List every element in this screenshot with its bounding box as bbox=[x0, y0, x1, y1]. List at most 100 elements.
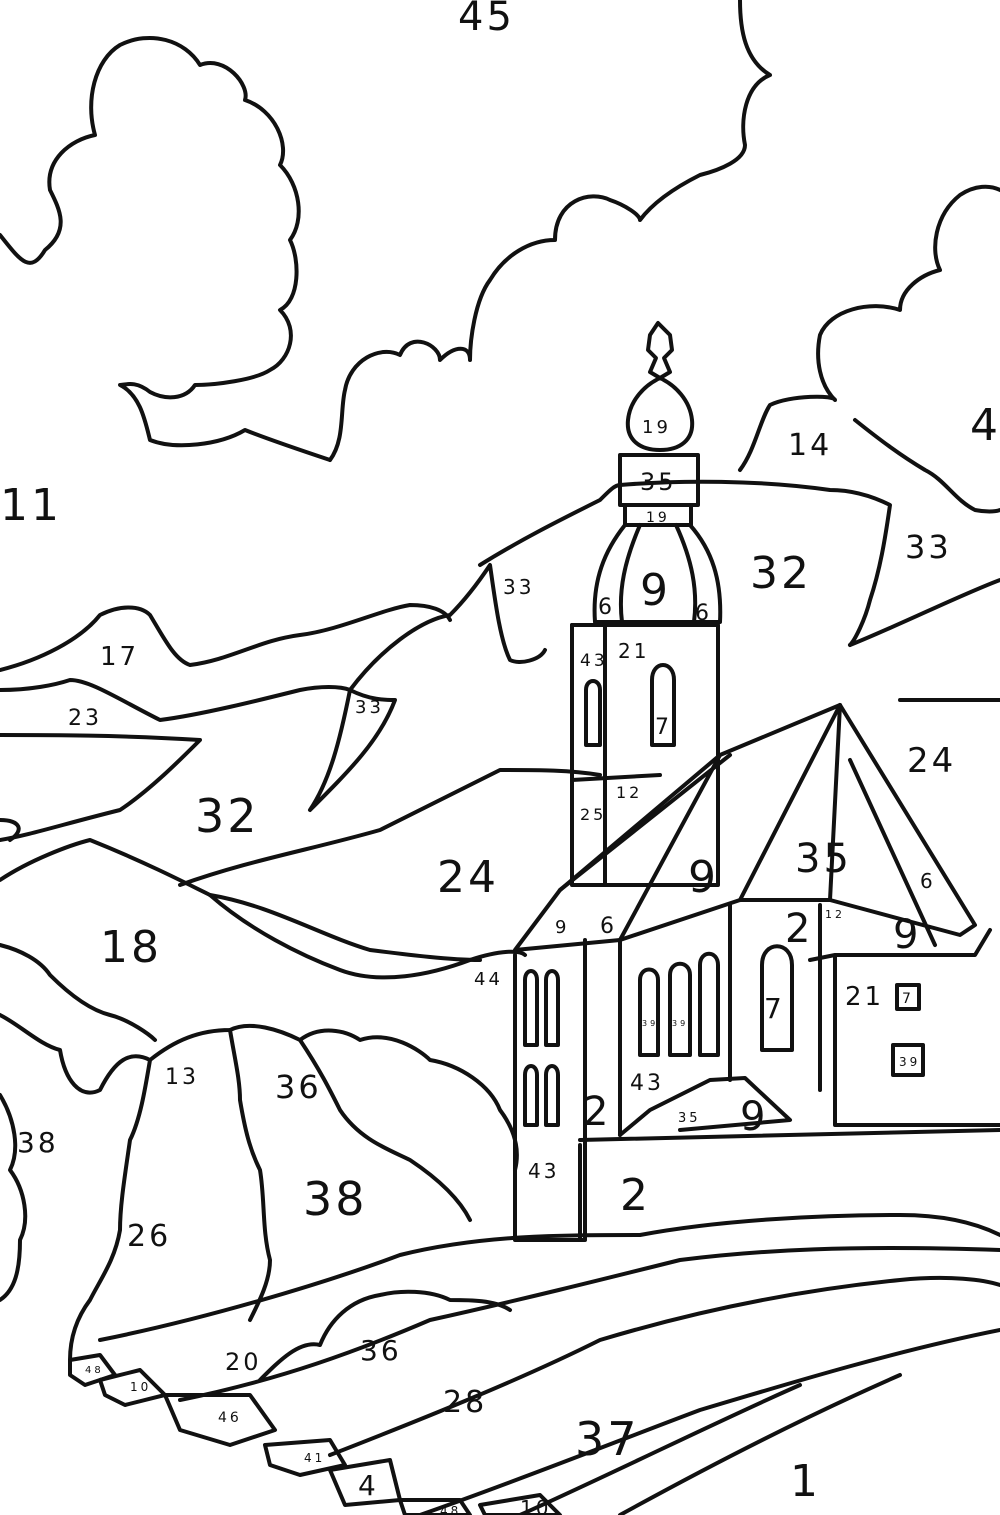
stone-10b bbox=[478, 1493, 562, 1515]
region-number: 19 bbox=[646, 510, 670, 526]
tower-dome-ribs bbox=[618, 523, 698, 624]
region-number: 11 bbox=[0, 480, 62, 531]
mountain-ridge-23 bbox=[0, 678, 352, 722]
stone-48b bbox=[398, 1498, 472, 1515]
region-number: 6 bbox=[695, 601, 712, 626]
region-number: 32 bbox=[195, 789, 260, 843]
church-roof bbox=[513, 703, 977, 952]
region-number: 41 bbox=[304, 1451, 325, 1465]
region-number: 9 bbox=[688, 852, 719, 903]
field-top bbox=[98, 1213, 1000, 1342]
mountain-mid-32 bbox=[0, 768, 602, 887]
field-row-37 bbox=[328, 1275, 1000, 1457]
field-row-1 bbox=[418, 1328, 1000, 1515]
region-number: 39 bbox=[899, 1055, 920, 1069]
region-number: 33 bbox=[355, 697, 384, 718]
region-number: 10 bbox=[130, 1380, 151, 1394]
region-number: 6 bbox=[598, 595, 615, 620]
region-number: 7 bbox=[764, 992, 785, 1025]
window-small-7 bbox=[895, 983, 921, 1011]
field-stripes bbox=[518, 1373, 902, 1515]
mountain-range-24 bbox=[0, 733, 202, 842]
region-number: 46 bbox=[218, 1410, 242, 1426]
nave-windows bbox=[523, 944, 794, 1127]
region-number: 25 bbox=[580, 805, 606, 824]
stone-41 bbox=[263, 1438, 347, 1477]
region-number: 28 bbox=[443, 1385, 487, 1420]
church-roof-lines bbox=[558, 703, 937, 947]
region-number: 19 bbox=[642, 417, 671, 438]
tower-window-left bbox=[584, 679, 602, 747]
region-number: 4 bbox=[970, 400, 1000, 451]
mountain-peak-33b bbox=[308, 688, 397, 812]
region-number: 17 bbox=[100, 642, 139, 672]
bush-left bbox=[0, 1013, 519, 1172]
region-number: 38 bbox=[17, 1126, 59, 1159]
tower-onion bbox=[625, 376, 695, 452]
region-number: 6 bbox=[600, 914, 617, 939]
region-number: 35 bbox=[678, 1111, 701, 1126]
region-number: 13 bbox=[165, 1065, 199, 1090]
region-number: 45 bbox=[458, 0, 515, 40]
region-number: 4 bbox=[358, 1469, 379, 1502]
region-number: 39 bbox=[642, 1019, 658, 1028]
tree-outline-38 bbox=[228, 1028, 272, 1322]
region-number: 12 bbox=[825, 908, 845, 921]
tree-38-right bbox=[298, 1038, 472, 1222]
region-number: 26 bbox=[127, 1219, 171, 1254]
cloud-left bbox=[0, 35, 332, 462]
region-number: 2 bbox=[583, 1089, 611, 1135]
region-number: 35 bbox=[795, 836, 852, 882]
region-number: 36 bbox=[275, 1068, 322, 1106]
region-number: 24 bbox=[437, 852, 499, 903]
stone-10 bbox=[98, 1368, 167, 1407]
bush-far-left bbox=[0, 1093, 28, 1302]
tower-corner bbox=[570, 623, 607, 887]
region-number: 18 bbox=[100, 922, 162, 973]
tower-window-right bbox=[650, 663, 676, 747]
region-number: 38 bbox=[303, 1172, 368, 1226]
region-number: 35 bbox=[640, 468, 677, 496]
region-number: 21 bbox=[845, 982, 884, 1012]
region-number: 43 bbox=[528, 1159, 559, 1183]
region-number: 12 bbox=[616, 783, 642, 802]
region-number: 43 bbox=[630, 1071, 664, 1096]
region-number: 7 bbox=[655, 715, 672, 740]
region-number: 7 bbox=[902, 991, 914, 1007]
region-number: 44 bbox=[474, 969, 503, 990]
sky-ridge-24 bbox=[848, 578, 1000, 647]
region-number: 2 bbox=[620, 1170, 651, 1221]
region-number: 1 bbox=[790, 1456, 821, 1507]
region-number: 10 bbox=[520, 1496, 551, 1515]
region-number: 9 bbox=[893, 912, 921, 958]
region-number: 9 bbox=[740, 1094, 768, 1140]
region-number: 33 bbox=[905, 528, 952, 566]
region-number: 14 bbox=[788, 428, 832, 463]
region-number: 32 bbox=[750, 548, 812, 599]
hill-24 bbox=[208, 893, 482, 962]
region-number: 9 bbox=[640, 565, 671, 616]
tower-floor-line bbox=[570, 773, 662, 782]
mountain-big-32 bbox=[478, 479, 892, 647]
church-side-wing bbox=[808, 928, 1000, 1127]
region-number: 24 bbox=[907, 741, 956, 781]
region-number: 33 bbox=[503, 575, 534, 599]
cloud-right bbox=[738, 184, 1000, 472]
window-small-39 bbox=[891, 1043, 925, 1077]
region-number: 39 bbox=[672, 1019, 688, 1028]
region-number: 43 bbox=[580, 651, 608, 671]
region-number: 48 bbox=[85, 1365, 104, 1376]
cloud-right-lower bbox=[853, 418, 1000, 514]
region-number: 36 bbox=[360, 1334, 402, 1367]
region-number: 21 bbox=[618, 639, 649, 663]
region-number: 2 bbox=[785, 906, 813, 952]
church-nave-front bbox=[513, 903, 822, 1242]
shrub-36 bbox=[258, 1289, 512, 1382]
region-number: 6 bbox=[920, 869, 936, 893]
region-number: 48 bbox=[440, 1504, 461, 1515]
stone-46 bbox=[163, 1393, 277, 1447]
hill-left-18 bbox=[0, 943, 157, 1042]
church-lower-wall bbox=[578, 1076, 1000, 1242]
